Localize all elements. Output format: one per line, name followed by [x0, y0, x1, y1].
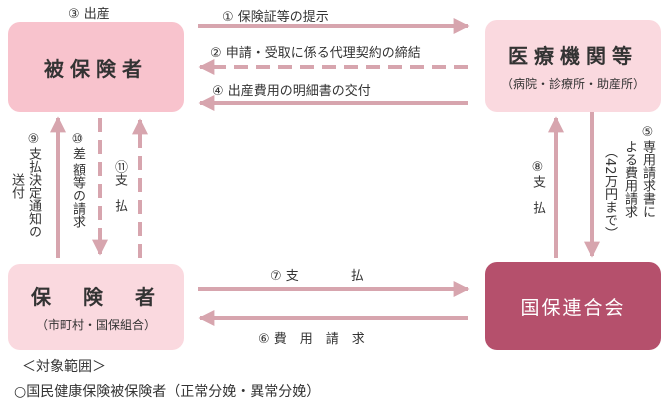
scope-item: ○国民健康保険被保険者（正常分娩・異常分娩）	[14, 384, 321, 400]
label-f10a: ⑩差	[70, 132, 85, 160]
label-f5b: よる費用請求	[622, 140, 637, 218]
label-f5c: （42万円まで）	[602, 145, 617, 240]
label-f5a: ⑤専用請求書に	[640, 125, 655, 218]
node-federation: 国保連合会	[485, 262, 661, 350]
label-f10b: 額等の請求	[70, 163, 85, 228]
scope-heading: ＜対象範囲＞	[22, 359, 106, 375]
node-insured: 被保険者	[8, 22, 184, 112]
label-f4: ④ 出産費用の明細書の交付	[212, 84, 371, 99]
node-medical: 医療機関等 （病院・診療所・助産所）	[485, 20, 661, 112]
label-f2: ② 申請・受取に係る代理契約の締結	[210, 46, 421, 61]
node-federation-title: 国保連合会	[520, 296, 626, 319]
label-f6: ⑥ 費 用 請 求	[258, 332, 365, 347]
label-f7: ⑦ 支 払	[270, 269, 364, 284]
label-f3: ③ 出産	[68, 7, 110, 22]
label-f8: ⑧支 払	[530, 160, 545, 214]
node-medical-title: 医療機関等	[508, 44, 638, 68]
label-f9b: 送付	[9, 173, 24, 199]
node-medical-sub: （病院・診療所・助産所）	[500, 77, 645, 91]
node-insurer: 保 険 者 （市町村・国保組合）	[8, 264, 184, 350]
label-f9a: ⑨支払決定通知の	[26, 132, 41, 238]
node-insured-title: 被保険者	[44, 56, 148, 81]
node-insurer-title: 保 険 者	[31, 285, 161, 309]
label-f1: ① 保険証等の提示	[222, 10, 329, 25]
node-insurer-sub: （市町村・国保組合）	[35, 318, 156, 332]
label-f11: ⑪支 払	[112, 160, 127, 212]
